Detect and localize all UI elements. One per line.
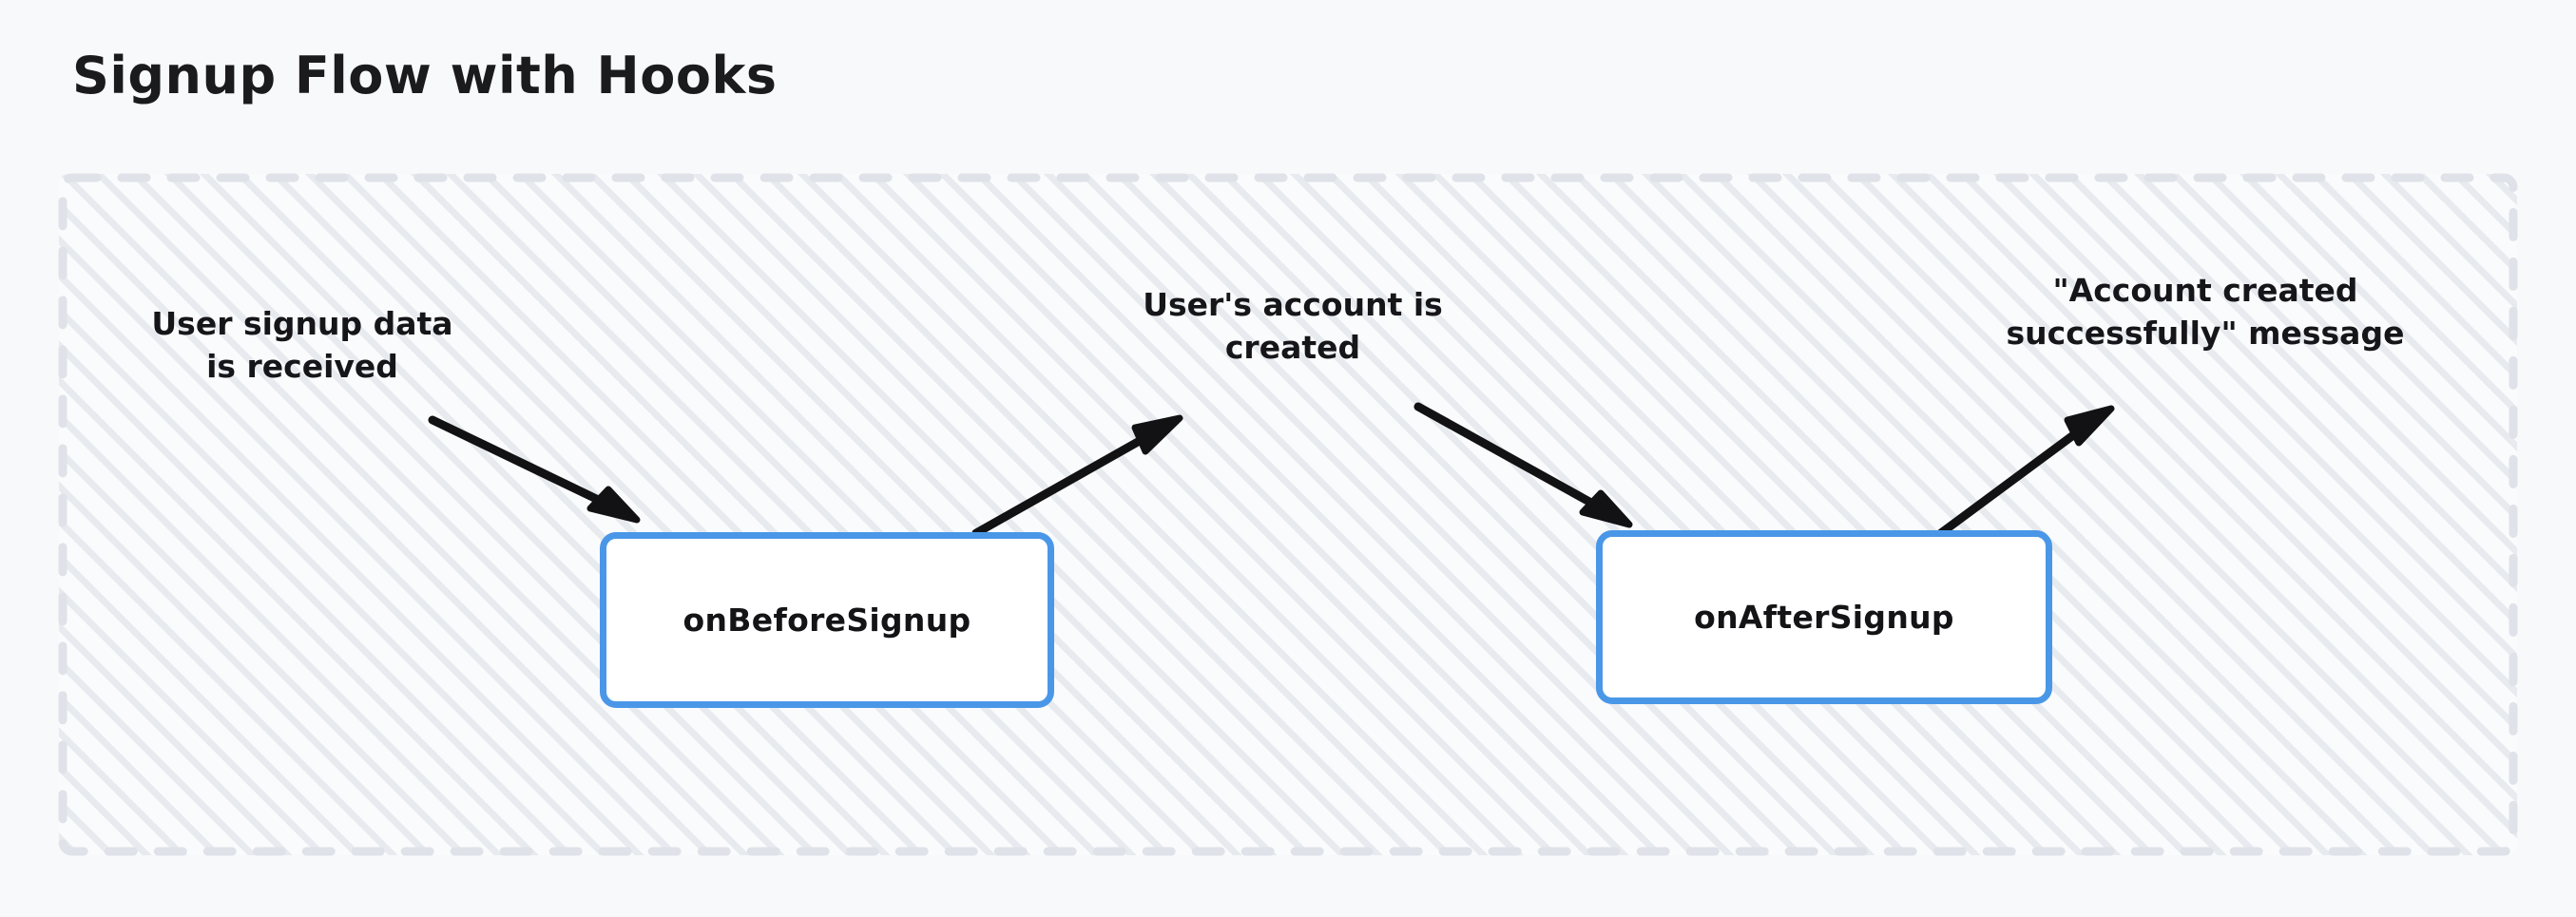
node-on-before-signup[interactable]: onBeforeSignup — [600, 532, 1054, 708]
edge-label-signup-data-received: User signup data is received — [151, 305, 453, 386]
edge-label-account-created: User's account is created — [1143, 286, 1443, 367]
node-on-after-signup[interactable]: onAfterSignup — [1596, 530, 2052, 704]
page-title: Signup Flow with Hooks — [72, 46, 778, 105]
node-on-after-signup-label: onAfterSignup — [1694, 599, 1954, 636]
flow-container — [58, 173, 2518, 856]
node-on-before-signup-label: onBeforeSignup — [682, 602, 971, 639]
edge-label-success-message: "Account created successfully" message — [2006, 272, 2405, 353]
